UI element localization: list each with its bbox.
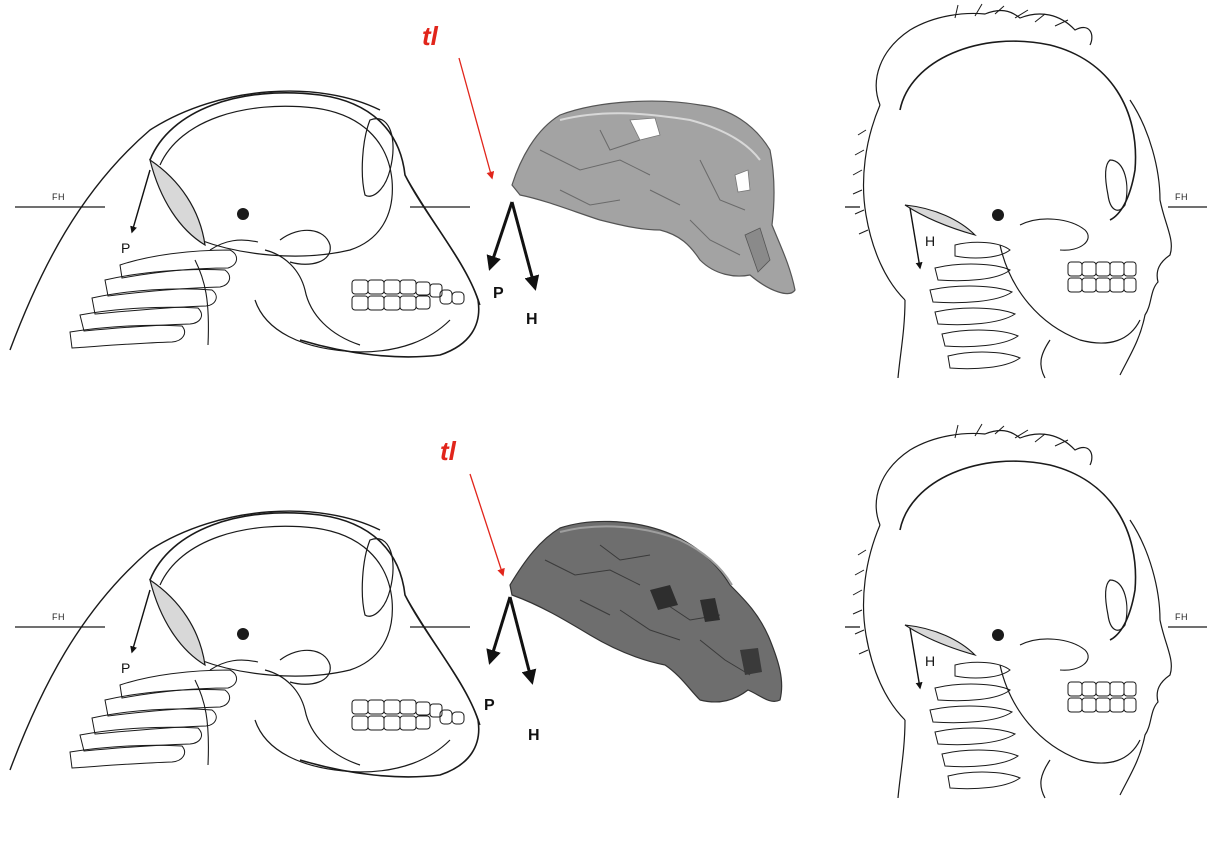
fh-label-left: FH bbox=[52, 612, 65, 622]
fh-label-left: FH bbox=[52, 192, 65, 202]
chimp-skull-icon bbox=[10, 511, 480, 777]
fossil-skull-icon bbox=[512, 101, 795, 293]
fh-label-right: FH bbox=[1175, 612, 1188, 622]
fossil-p-label: P bbox=[484, 697, 495, 714]
human-h-arrow bbox=[910, 208, 920, 268]
fossil-h-label: H bbox=[526, 311, 538, 328]
fossil-p-arrow bbox=[490, 597, 510, 662]
human-h-label: H bbox=[925, 653, 935, 669]
human-head-icon bbox=[853, 4, 1171, 378]
fossil-p-label: P bbox=[493, 285, 504, 302]
chimp-p-label: P bbox=[121, 240, 130, 256]
fossil-p-arrow bbox=[490, 202, 512, 268]
tl-arrow bbox=[470, 474, 503, 575]
human-head-icon bbox=[853, 424, 1171, 798]
chimp-p-label: P bbox=[121, 660, 130, 676]
chimp-p-arrow bbox=[132, 170, 150, 232]
human-h-label: H bbox=[925, 233, 935, 249]
chimp-skull-icon bbox=[10, 91, 480, 357]
top-row: FH FH P P H tl H bbox=[10, 4, 1207, 378]
tl-label: tl bbox=[422, 21, 439, 51]
fossil-h-label: H bbox=[528, 727, 540, 744]
fh-label-right: FH bbox=[1175, 192, 1188, 202]
fossil-h-arrow bbox=[510, 597, 532, 682]
fossil-skull-icon bbox=[510, 521, 782, 702]
human-h-arrow bbox=[910, 628, 920, 688]
tl-label: tl bbox=[440, 436, 457, 466]
chimp-p-arrow bbox=[132, 590, 150, 652]
fossil-h-arrow bbox=[512, 202, 535, 288]
tl-arrow bbox=[459, 58, 492, 178]
